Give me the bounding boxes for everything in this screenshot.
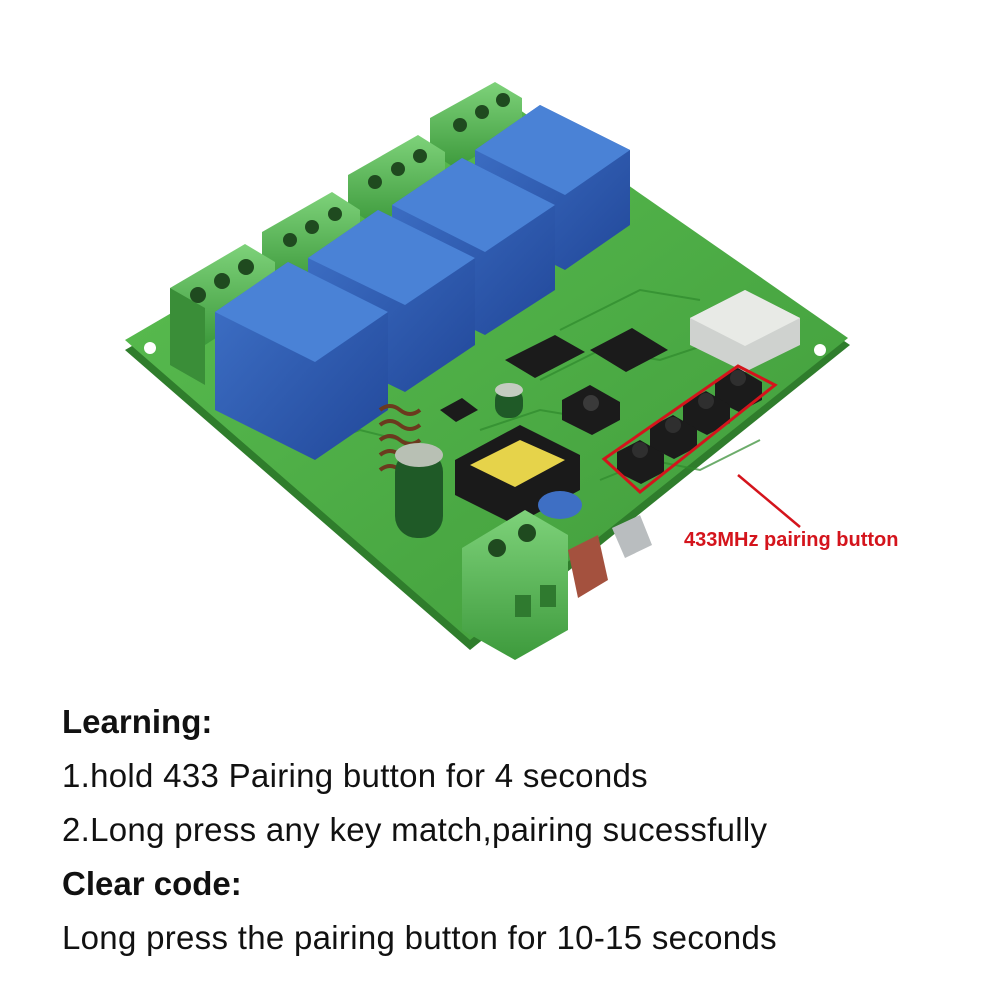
pairing-button-2 [650, 415, 697, 459]
pairing-button-4 [715, 368, 762, 412]
terminal-blocks [170, 82, 522, 385]
callout-label: 433MHz pairing button [684, 529, 899, 551]
capacitors [395, 383, 523, 538]
wifi-module [690, 290, 800, 372]
small-components [538, 491, 652, 598]
pairing-button-3 [683, 391, 730, 435]
relay-1 [215, 262, 388, 460]
learning-step-1: 1.hold 433 Pairing button for 4 seconds [62, 757, 648, 794]
instructions: Learning: 1.hold 433 Pairing button for … [62, 695, 982, 965]
learning-heading: Learning: [62, 703, 213, 740]
center-button [562, 385, 620, 435]
power-terminal [462, 510, 568, 660]
clear-heading: Clear code: [62, 865, 242, 902]
ic-chips [440, 328, 668, 422]
pairing-buttons [617, 368, 762, 484]
learning-step-2: 2.Long press any key match,pairing suces… [62, 811, 768, 848]
relays [215, 105, 630, 460]
pairing-button-1 [617, 440, 664, 484]
callout-highlight [601, 364, 801, 528]
clear-step-1: Long press the pairing button for 10-15 … [62, 919, 777, 956]
relay-board-photo [125, 82, 850, 660]
